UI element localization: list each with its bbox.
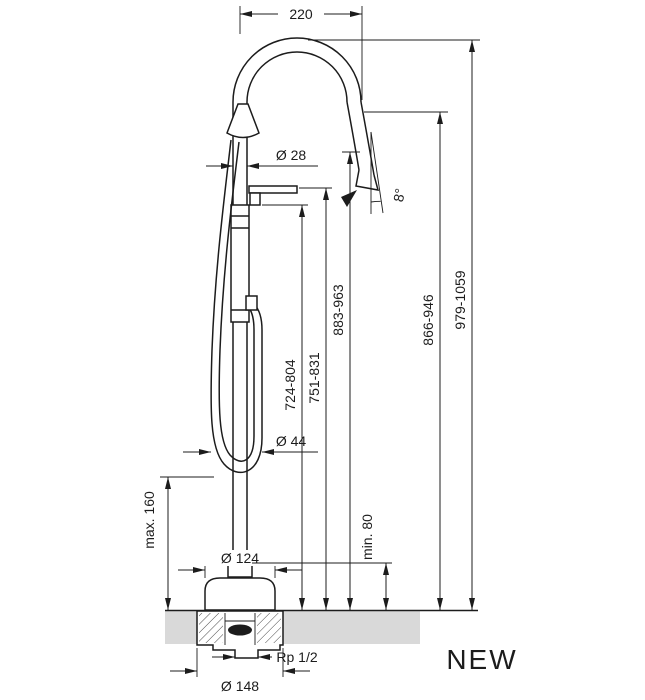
mounting-body-hatch-right	[257, 613, 281, 643]
handshower-cone	[226, 103, 260, 139]
dimension-height-spout-underside: 883-963	[330, 151, 360, 610]
dim-connection-thread-label: Rp 1/2	[276, 649, 317, 665]
dim-base-diameter-label: Ø 124	[221, 550, 259, 566]
mounting-body-hatch-left	[199, 613, 223, 643]
dimension-height-total: 979-1059	[308, 39, 480, 610]
spout-outlet-arrow	[341, 190, 357, 207]
dim-angle-label: 8°	[390, 187, 408, 203]
shower-hose-outer	[210, 139, 263, 473]
dimension-height-spout-top: 866-946	[364, 111, 448, 610]
dimension-spout-reach: 220	[239, 6, 363, 100]
spout-inner-edge	[346, 101, 360, 171]
spout-outer-edge	[360, 101, 375, 176]
gooseneck-outer-arc	[232, 37, 362, 103]
dim-height-total-label: 979-1059	[452, 270, 468, 329]
dimension-mounting-body-diameter: Ø 148	[170, 648, 310, 694]
inlet-port	[228, 624, 252, 636]
dimension-height-handle: 724-804	[262, 204, 308, 610]
dim-height-handle-label: 724-804	[282, 359, 298, 411]
shower-hose-inner	[218, 141, 255, 462]
label-backing	[212, 550, 268, 566]
base-escutcheon	[204, 577, 276, 611]
lever-stem	[249, 192, 261, 206]
hose-port	[245, 295, 258, 311]
dimension-spout-pipe-diameter: Ø 28	[206, 147, 318, 169]
mounting-body	[196, 610, 284, 659]
dim-spout-reach-label: 220	[289, 6, 313, 22]
gooseneck-inner-arc	[246, 51, 348, 103]
dim-height-spout-underside-label: 883-963	[330, 284, 346, 336]
dim-mounting-body-diameter-label: Ø 148	[221, 678, 259, 694]
dim-pipe-diameter-label: Ø 28	[276, 147, 307, 163]
dim-height-spout-outlet-label: 751-831	[306, 352, 322, 404]
new-badge: NEW	[446, 644, 517, 675]
dimension-connection-thread: Rp 1/2	[212, 649, 318, 665]
dimension-annotations: 220 Ø 28 8° 724-804 751-831	[141, 6, 480, 694]
dimension-riser-diameter: Ø 44	[183, 433, 318, 455]
spout-tip	[355, 169, 380, 191]
angle-arc	[370, 200, 381, 203]
dim-riser-diameter-label: Ø 44	[276, 433, 307, 449]
dimension-base-plate-diameter: Ø 124	[178, 550, 302, 578]
dim-hose-clearance-label: max. 160	[141, 491, 157, 549]
dim-height-spout-top-label: 866-946	[420, 294, 436, 346]
dimension-height-spout-outlet: 751-831	[299, 187, 332, 610]
dimension-spout-angle: 8°	[341, 131, 408, 214]
angle-leg-line	[370, 131, 384, 214]
dimension-hose-loop-clearance: max. 160	[141, 476, 214, 610]
mixer-body	[230, 204, 250, 323]
faucet-outline	[204, 37, 380, 611]
dim-installation-clearance-label: min. 80	[359, 514, 375, 560]
dimension-installation-clearance: min. 80	[252, 514, 392, 610]
lever-handle	[248, 185, 298, 194]
